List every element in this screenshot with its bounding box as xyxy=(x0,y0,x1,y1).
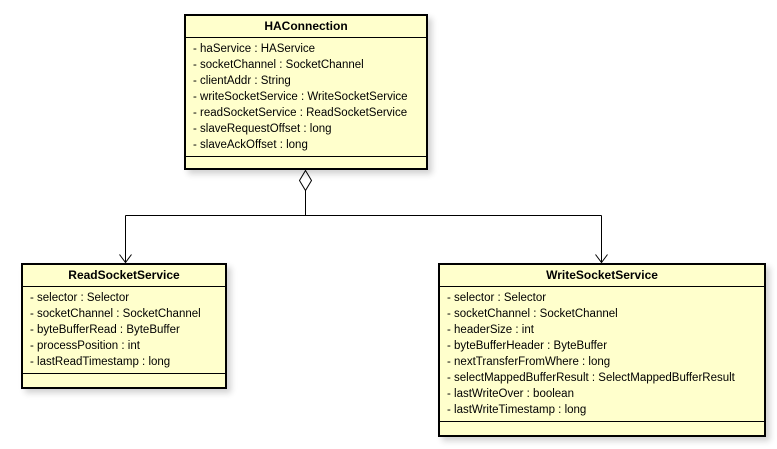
attribute-row: - selector : Selector xyxy=(447,292,547,304)
attribute-row: - nextTransferFromWhere : long xyxy=(447,356,611,368)
attribute-row: - clientAddr : String xyxy=(193,75,291,87)
attribute-compartment: - selector : Selector - socketChannel : S… xyxy=(23,287,225,374)
class-title: ReadSocketService xyxy=(23,265,225,287)
aggregation-connector xyxy=(119,169,608,264)
class-node-readsocketservice[interactable]: ReadSocketService - selector : Selector-… xyxy=(21,263,227,389)
attribute-row: - slaveRequestOffset : long xyxy=(193,123,332,135)
attribute-row: - slaveAckOffset : long xyxy=(193,139,308,151)
methods-compartment-empty xyxy=(186,157,426,168)
attribute-row: - writeSocketService : WriteSocketServic… xyxy=(193,91,408,103)
class-title: HAConnection xyxy=(186,16,426,38)
class-node-writesocketservice[interactable]: WriteSocketService - selector : Selector… xyxy=(438,263,766,437)
aggregation-diamond-icon xyxy=(298,169,313,192)
attribute-row: - selectMappedBufferResult : SelectMappe… xyxy=(447,372,735,384)
attribute-compartment: - selector : Selector - socketChannel : S… xyxy=(440,287,764,422)
attribute-row: - lastWriteTimestamp : long xyxy=(447,404,587,416)
attribute-row: - socketChannel : SocketChannel xyxy=(193,59,364,71)
attribute-compartment: - haService : HAService - socketChannel :… xyxy=(186,38,426,157)
class-node-haconnection[interactable]: HAConnection - haService : HAService - so… xyxy=(184,14,428,170)
attribute-row: - readSocketService : ReadSocketService xyxy=(193,107,408,119)
class-title: WriteSocketService xyxy=(440,265,764,287)
methods-compartment-empty xyxy=(23,374,225,387)
attribute-row: - lastWriteOver : boolean xyxy=(447,388,574,400)
attribute-row: - lastReadTimestamp : long xyxy=(30,356,171,368)
open-arrowhead-icon xyxy=(595,254,608,264)
attribute-row: - byteBufferRead : ByteBuffer xyxy=(30,324,180,336)
attribute-row: - haService : HAService xyxy=(193,43,316,55)
methods-compartment-empty xyxy=(440,422,764,435)
attribute-row: - socketChannel : SocketChannel xyxy=(30,308,201,320)
attribute-row: - selector : Selector xyxy=(30,292,130,304)
attribute-row: - byteBufferHeader : ByteBuffer xyxy=(447,340,608,352)
attribute-row: - headerSize : int xyxy=(447,324,534,336)
attribute-row: - socketChannel : SocketChannel xyxy=(447,308,618,320)
open-arrowhead-icon xyxy=(119,254,132,264)
attribute-row: - processPosition : int xyxy=(30,340,140,352)
